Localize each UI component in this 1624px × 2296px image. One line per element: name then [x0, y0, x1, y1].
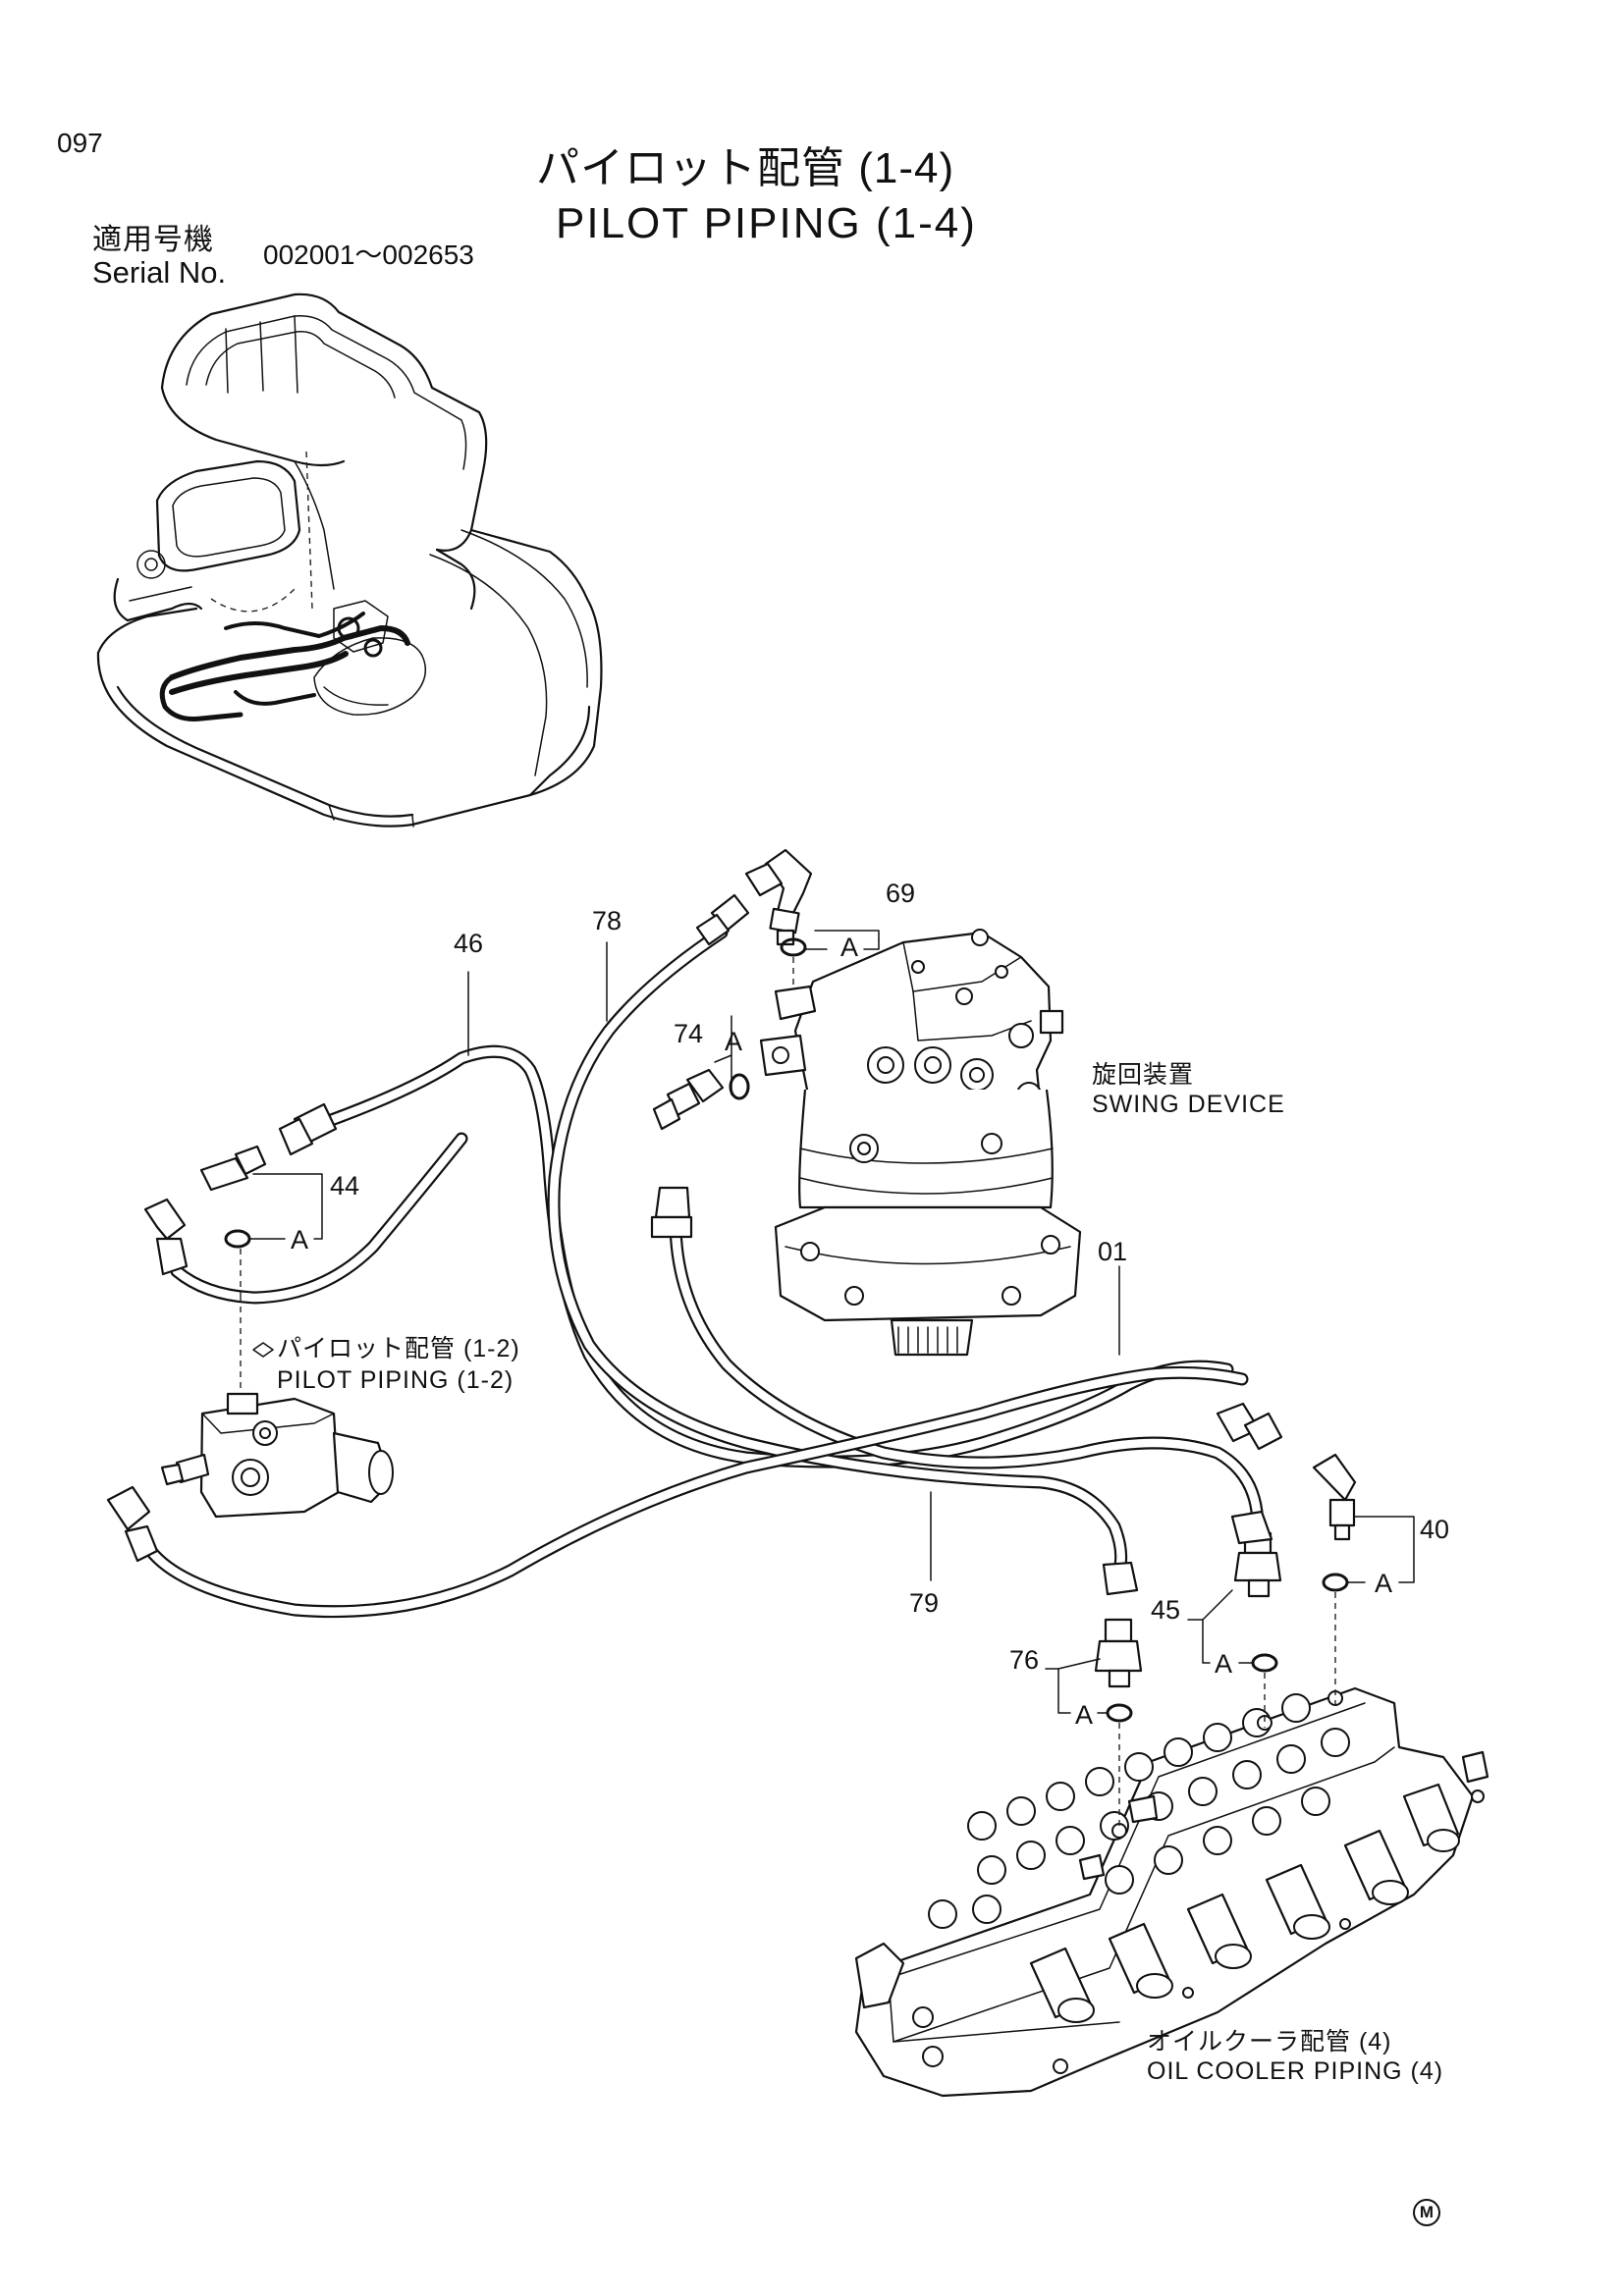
valve-spools — [1029, 1750, 1489, 2023]
valve-ports — [928, 1690, 1350, 1929]
section-mark-a: A — [1215, 1649, 1233, 1679]
callout-76: 76 — [1009, 1645, 1040, 1675]
serial-label-english: Serial No. — [92, 255, 227, 290]
leader-lines — [240, 930, 1415, 1826]
section-mark-a: A — [1075, 1700, 1094, 1730]
fittings — [106, 848, 1357, 1723]
oil-cooler-ref-japanese: オイルクーラ配管 (4) — [1147, 2028, 1392, 2056]
callout-01: 01 — [1098, 1237, 1128, 1266]
swing-device-label-english: SWING DEVICE — [1092, 1091, 1285, 1118]
title-japanese: パイロット配管 (1-4) — [536, 144, 955, 192]
callout-78: 78 — [592, 906, 623, 935]
control-valve — [854, 1686, 1489, 2098]
section-mark-a: A — [840, 933, 859, 962]
swing-device-label-japanese: 旋回装置 — [1092, 1061, 1195, 1089]
swing-device — [759, 929, 1082, 1357]
callout-46: 46 — [454, 929, 484, 958]
machine-overview-illustration — [96, 293, 603, 828]
hoses — [140, 926, 1264, 1619]
serial-label-japanese: 適用号機 — [92, 224, 214, 256]
serial-range: 002001～002653 — [263, 240, 474, 270]
callout-45: 45 — [1151, 1595, 1181, 1625]
circled-m-mark: M — [1413, 2199, 1440, 2226]
oil-cooler-ref-english: OIL COOLER PIPING (4) — [1147, 2057, 1444, 2085]
pilot-block — [160, 1296, 394, 1519]
section-mark-a: A — [725, 1027, 743, 1056]
callout-40: 40 — [1420, 1515, 1450, 1544]
section-mark-a: A — [291, 1225, 309, 1255]
callout-44: 44 — [330, 1171, 360, 1201]
callout-69: 69 — [886, 879, 916, 908]
page-number: 097 — [57, 128, 103, 158]
pilot-piping-ref-japanese: パイロット配管 (1-2) — [277, 1335, 520, 1362]
title-english: PILOT PIPING (1-4) — [556, 199, 977, 247]
callout-74: 74 — [674, 1019, 704, 1048]
section-mark-a: A — [1375, 1569, 1393, 1598]
pilot-piping-ref-english: PILOT PIPING (1-2) — [277, 1366, 514, 1394]
callout-79: 79 — [909, 1588, 940, 1618]
